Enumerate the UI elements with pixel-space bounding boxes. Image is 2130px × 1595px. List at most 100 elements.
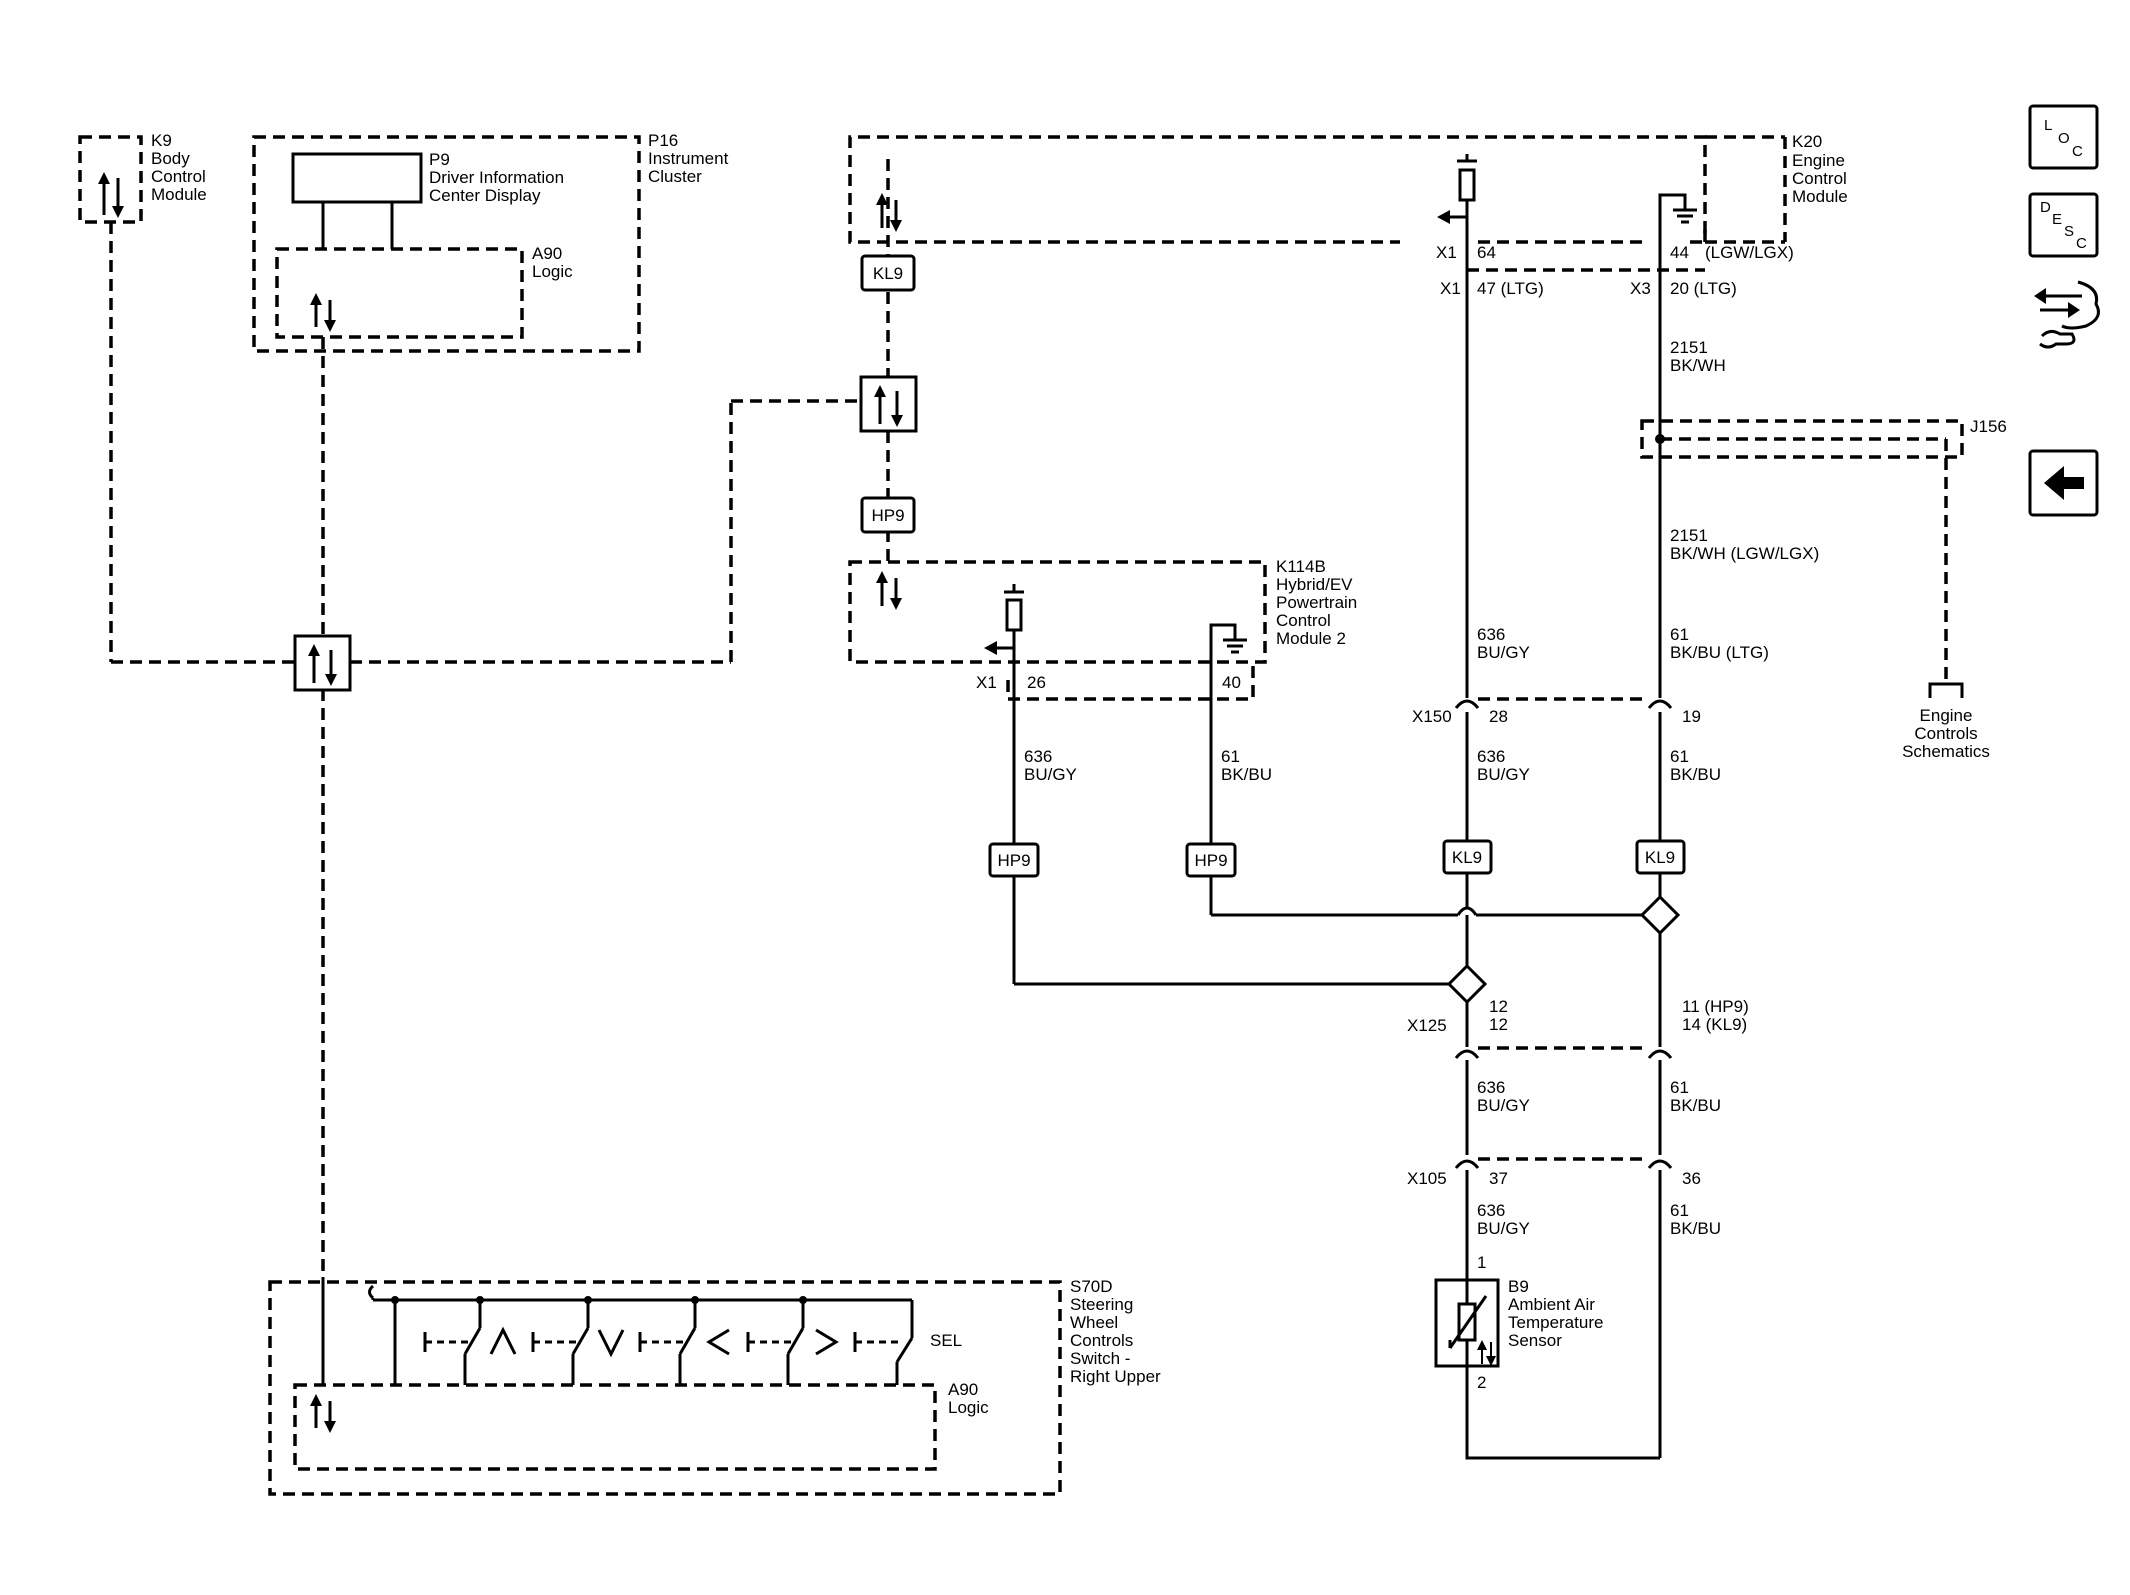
p9-line1: Driver Information bbox=[429, 168, 564, 187]
wire-636-mid-circuit: 636 bbox=[1477, 747, 1505, 766]
tag-kl9-61[interactable]: KL9 bbox=[1635, 839, 1686, 875]
k114b-line3: Control bbox=[1276, 611, 1331, 630]
k114b-signal-input-symbol bbox=[984, 584, 1024, 655]
wire-636-k114-circuit: 636 bbox=[1024, 747, 1052, 766]
k114b-x1-label: X1 bbox=[976, 673, 997, 692]
x150-connector[interactable]: X150 28 19 bbox=[1412, 697, 1701, 726]
up-arrow-icon bbox=[489, 1326, 517, 1355]
location-icon[interactable]: L O C bbox=[2028, 104, 2099, 170]
serial-data-splice-box[interactable] bbox=[293, 634, 352, 692]
p9-driver-information-center-display[interactable]: P9 Driver Information Center Display bbox=[291, 150, 564, 249]
splice-diamond-61[interactable] bbox=[1639, 894, 1681, 936]
description-icon[interactable]: D E S C bbox=[2028, 192, 2099, 258]
switch-up[interactable] bbox=[423, 1300, 517, 1385]
k9-body-control-module[interactable]: K9 Body Control Module bbox=[78, 131, 207, 224]
k114b-line1: Hybrid/EV bbox=[1276, 575, 1353, 594]
a90-logic-bottom[interactable]: A90 Logic bbox=[293, 1380, 989, 1471]
engine-ref-line2: Controls bbox=[1914, 724, 1977, 743]
p9-line2: Center Display bbox=[429, 186, 541, 205]
wire-636-low-circuit: 636 bbox=[1477, 1078, 1505, 1097]
desc-letter-e: E bbox=[2052, 211, 2062, 228]
tag-hp9-636[interactable]: HP9 bbox=[988, 842, 1040, 878]
k114b-pin-40: 40 bbox=[1222, 673, 1241, 692]
loc-letter-l: L bbox=[2044, 117, 2052, 134]
s70d-steering-wheel-controls-switch[interactable]: S70D Steering Wheel Controls Switch - Ri… bbox=[268, 1277, 1161, 1496]
b9-ambient-air-temperature-sensor[interactable]: 1 2 B9 Ambient Air Temperature Sensor bbox=[1434, 1253, 1603, 1392]
k20-pin-44: 44 bbox=[1670, 243, 1689, 262]
p16-id: P16 bbox=[648, 131, 678, 150]
switch-sel[interactable]: SEL bbox=[853, 1331, 962, 1385]
p16-instrument-cluster[interactable]: P16 Instrument Cluster bbox=[252, 131, 729, 353]
k20-id: K20 bbox=[1792, 132, 1822, 151]
k114b-line4: Module 2 bbox=[1276, 629, 1346, 648]
serial-data-icon bbox=[876, 193, 902, 232]
s70d-line3: Controls bbox=[1070, 1331, 1133, 1350]
wire-636-top-circuit: 636 bbox=[1477, 625, 1505, 644]
wire-636-k114-color: BU/GY bbox=[1024, 765, 1077, 784]
k114b-ground-reference-symbol bbox=[1209, 623, 1247, 700]
k20-x3-label: X3 bbox=[1630, 279, 1651, 298]
wire-61-mid-color: BK/BU bbox=[1670, 765, 1721, 784]
wire-636-mid-color: BU/GY bbox=[1477, 765, 1530, 784]
serial-data-bus bbox=[109, 159, 890, 1277]
k114b-id: K114B bbox=[1276, 557, 1326, 576]
tag-hp9-61-text: HP9 bbox=[1194, 851, 1227, 870]
tag-hp9-text: HP9 bbox=[871, 506, 904, 525]
wire-61-k114-circuit: 61 bbox=[1221, 747, 1240, 766]
tag-kl9-text: KL9 bbox=[873, 264, 903, 283]
serial-data-icon bbox=[310, 293, 336, 332]
x125-pin-12a: 12 bbox=[1489, 997, 1508, 1016]
k20-signal-input-symbol bbox=[1437, 154, 1477, 224]
desc-letter-s: S bbox=[2064, 223, 2074, 240]
x125-connector[interactable]: X125 12 12 11 (HP9) 14 (KL9) bbox=[1407, 997, 1749, 1059]
j156-splice-pack[interactable]: J156 bbox=[1640, 417, 2007, 684]
wire-636-bot-color: BU/GY bbox=[1477, 1219, 1530, 1238]
k20-pin-47: 47 (LTG) bbox=[1477, 279, 1544, 298]
tag-kl9-bus[interactable]: KL9 bbox=[860, 254, 916, 292]
k20-line2: Control bbox=[1792, 169, 1847, 188]
right-arrow-icon bbox=[815, 1328, 839, 1356]
tag-hp9-bus[interactable]: HP9 bbox=[860, 496, 916, 534]
back-arrow-icon[interactable] bbox=[2028, 449, 2099, 517]
tag-kl9-636-text: KL9 bbox=[1452, 848, 1482, 867]
s70d-line5: Right Upper bbox=[1070, 1367, 1161, 1386]
k114b-pin-26: 26 bbox=[1027, 673, 1046, 692]
switch-left[interactable] bbox=[638, 1300, 730, 1385]
p16-line1: Instrument bbox=[648, 149, 729, 168]
x105-connector[interactable]: X105 37 36 bbox=[1407, 1157, 1701, 1188]
s70d-line2: Wheel bbox=[1070, 1313, 1118, 1332]
k114b-hybrid-ev-powertrain-control-module-2[interactable]: K114B Hybrid/EV Powertrain Control Modul… bbox=[848, 557, 1357, 664]
x125-label: X125 bbox=[1407, 1016, 1447, 1035]
serial-data-icon bbox=[876, 571, 902, 610]
s70d-line1: Steering bbox=[1070, 1295, 1133, 1314]
wire-61-bot-circuit: 61 bbox=[1670, 1201, 1689, 1220]
desc-letter-d: D bbox=[2040, 199, 2051, 216]
wire-merge-lines bbox=[1012, 873, 1662, 986]
switch-sel-label: SEL bbox=[930, 1331, 962, 1350]
tag-hp9-61[interactable]: HP9 bbox=[1185, 842, 1237, 878]
a90-logic-top[interactable]: A90 Logic bbox=[275, 244, 573, 339]
switch-right[interactable] bbox=[746, 1300, 839, 1385]
switch-down[interactable] bbox=[531, 1300, 625, 1385]
loc-letter-o: O bbox=[2058, 130, 2070, 147]
wire-2151-b-circuit: 2151 bbox=[1670, 526, 1708, 545]
connector-repair-icon[interactable] bbox=[2034, 280, 2100, 349]
serial-data-icon bbox=[310, 1394, 336, 1433]
b9-id: B9 bbox=[1508, 1277, 1529, 1296]
x150-pin-19: 19 bbox=[1682, 707, 1701, 726]
engine-controls-schematics-link[interactable]: Engine Controls Schematics bbox=[1902, 682, 1990, 761]
engine-ref-line1: Engine bbox=[1920, 706, 1973, 725]
a90-bottom-line1: Logic bbox=[948, 1398, 989, 1417]
k20-pin-44-note: (LGW/LGX) bbox=[1705, 243, 1794, 262]
switch-left-stub bbox=[423, 1332, 432, 1352]
loc-letter-c: C bbox=[2072, 143, 2083, 160]
tag-kl9-636[interactable]: KL9 bbox=[1442, 839, 1493, 875]
k20-engine-control-module[interactable]: K20 Engine Control Module bbox=[848, 132, 1848, 244]
serial-data-icon bbox=[98, 172, 124, 218]
k20-line1: Engine bbox=[1792, 151, 1845, 170]
splice-diamond-636[interactable] bbox=[1446, 963, 1488, 1005]
serial-data-splice-box-2[interactable] bbox=[859, 375, 918, 433]
p9-id: P9 bbox=[429, 150, 450, 169]
b9-pin-1: 1 bbox=[1477, 1253, 1486, 1272]
k20-line3: Module bbox=[1792, 187, 1848, 206]
